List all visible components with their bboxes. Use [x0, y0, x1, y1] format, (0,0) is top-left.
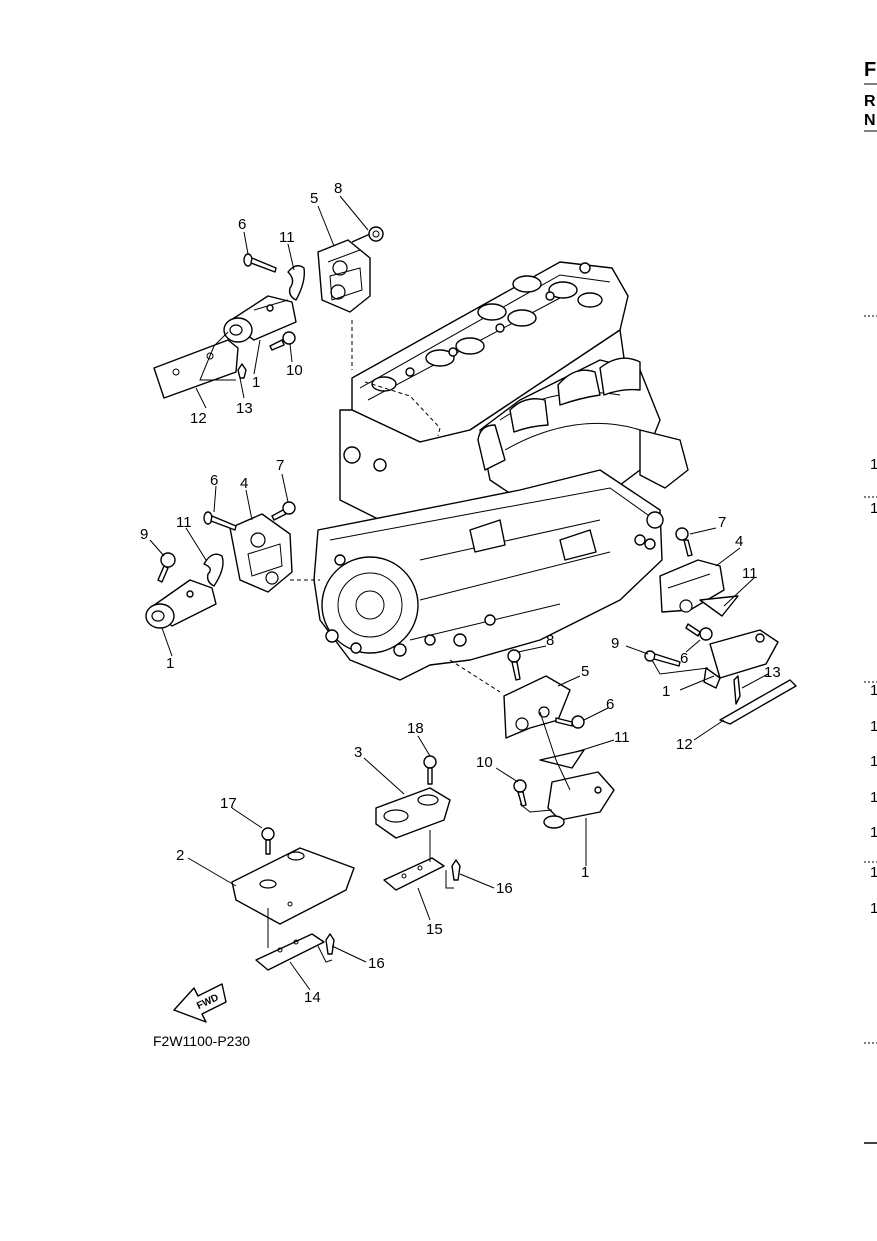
callout-label: 16	[496, 880, 513, 897]
bolt-icon	[271, 501, 296, 521]
mount-assembly-lower-center	[503, 649, 615, 829]
mount-pad	[231, 847, 355, 925]
margin-number: 1	[870, 900, 877, 917]
margin-number: 1	[870, 864, 877, 881]
right-margin-header: F R N 1 1 1 1 1 1 1 1 1	[864, 59, 877, 1144]
callout-label: 1	[252, 374, 260, 391]
bolt-icon	[203, 511, 237, 531]
engine-block	[313, 261, 689, 681]
callout-label: 8	[546, 632, 554, 649]
callout-label: 11	[279, 229, 295, 246]
bolt-icon	[243, 253, 277, 273]
spacer	[203, 553, 224, 587]
bottom-mount-parts	[231, 755, 461, 971]
callout-label: 11	[614, 729, 630, 746]
bolt-icon	[261, 827, 275, 855]
bolt-icon	[685, 623, 713, 641]
callout-label: 15	[426, 921, 443, 938]
mount-assembly-middle-left	[145, 501, 296, 629]
callout-label: 10	[476, 754, 493, 771]
callout-label: 11	[742, 565, 758, 582]
margin-letter-f: F	[864, 59, 876, 81]
callout-label: 4	[240, 475, 248, 492]
bolt-icon	[269, 331, 296, 351]
spark-plug-wells	[371, 262, 603, 392]
mount-bracket	[317, 239, 371, 313]
callout-label: 6	[210, 472, 218, 489]
callout-label: 13	[236, 400, 253, 417]
spacer	[699, 595, 739, 617]
margin-number: 1	[870, 500, 877, 517]
bolt-icon	[157, 552, 176, 583]
mount-assembly-upper-left	[153, 226, 384, 399]
leader-lines	[149, 195, 769, 991]
callout-label: 5	[581, 663, 589, 680]
bolt-icon	[555, 715, 585, 729]
bolt-icon	[513, 779, 527, 807]
callout-label: 10	[286, 362, 303, 379]
bolt-icon	[507, 649, 521, 681]
figure-code: F2W1100-P230	[153, 1033, 250, 1049]
spacer	[287, 265, 306, 301]
margin-number: 1	[870, 682, 877, 699]
liner-plate	[153, 339, 239, 399]
callout-label: 1	[581, 864, 589, 881]
callout-labels: 5 8 6 11 1 10 12 13 6 4 7 9 11 1 7 4 11 …	[140, 180, 781, 1006]
callout-label: 3	[354, 744, 362, 761]
callout-label: 2	[176, 847, 184, 864]
exhaust-manifold	[477, 357, 689, 511]
engine-mount	[703, 629, 779, 689]
engine-mount	[145, 579, 217, 629]
spacer	[539, 749, 585, 769]
callout-label: 7	[718, 514, 726, 531]
callout-label: 13	[764, 664, 781, 681]
margin-letter-n: N	[864, 112, 876, 129]
mount-bracket	[229, 513, 293, 593]
bolt-icon	[423, 755, 437, 785]
callout-label: 9	[140, 526, 148, 543]
engine-mount	[223, 295, 297, 343]
callout-label: 1	[166, 655, 174, 672]
bolt-icon	[351, 226, 384, 243]
callout-label: 1	[662, 683, 670, 700]
callout-label: 6	[680, 650, 688, 667]
margin-number: 1	[870, 824, 877, 841]
callout-label: 18	[407, 720, 424, 737]
callout-label: 12	[190, 410, 207, 427]
callout-label: 6	[238, 216, 246, 233]
callout-label: 4	[735, 533, 743, 550]
margin-number: 1	[870, 456, 877, 473]
liner-plate	[383, 857, 445, 891]
callout-label: 9	[611, 635, 619, 652]
callout-label: 14	[304, 989, 321, 1006]
margin-number: 1	[870, 753, 877, 770]
mount-assembly-right	[644, 527, 797, 725]
fwd-arrow-icon: FWD	[173, 983, 227, 1023]
liner-plate	[719, 679, 797, 725]
callout-label: 6	[606, 696, 614, 713]
callout-label: 12	[676, 736, 693, 753]
callout-label: 7	[276, 457, 284, 474]
margin-number: 1	[870, 718, 877, 735]
callout-label: 17	[220, 795, 237, 812]
flywheel-housing	[321, 554, 419, 657]
liner-plate	[255, 933, 325, 971]
bolt-icon	[675, 527, 693, 557]
callout-label: 8	[334, 180, 342, 197]
callout-label: 11	[176, 514, 192, 531]
callout-label: 5	[310, 190, 318, 207]
engine-mount	[543, 771, 615, 829]
callout-label: 16	[368, 955, 385, 972]
margin-letter-r: R	[864, 93, 876, 110]
margin-number: 1	[870, 789, 877, 806]
bolt-icon	[644, 650, 681, 667]
